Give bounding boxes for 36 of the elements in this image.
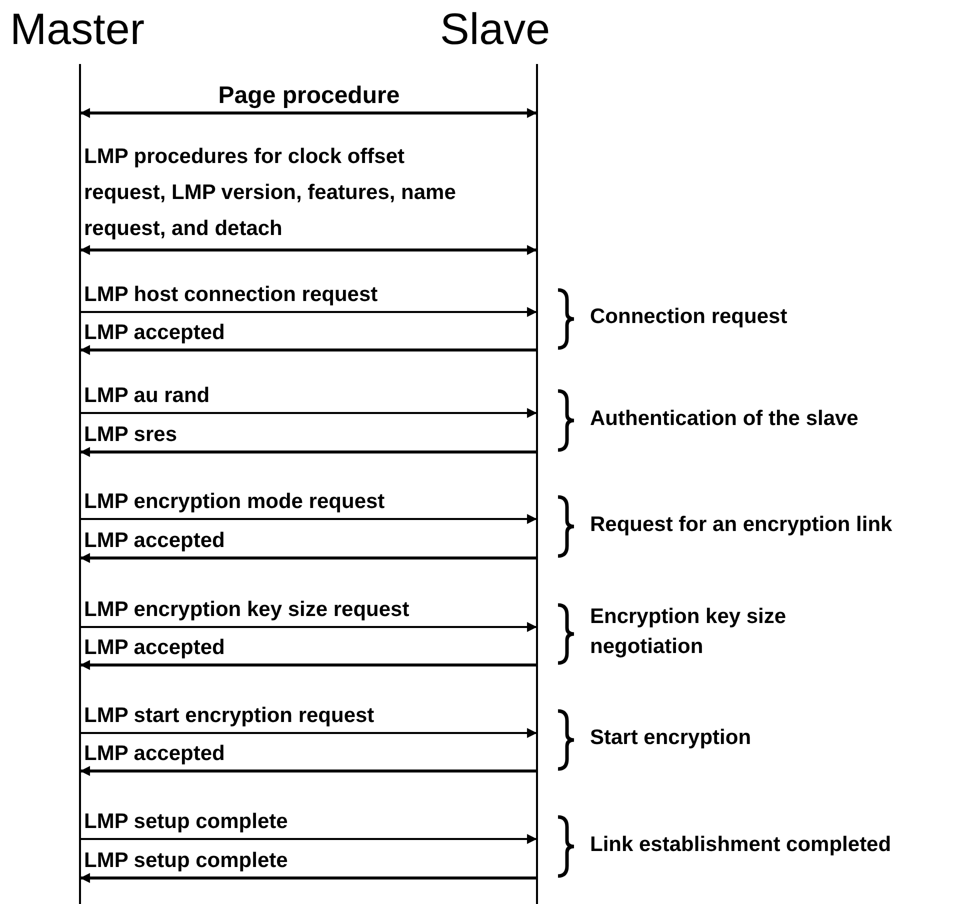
- group-label: Authentication of the slave: [590, 406, 858, 432]
- message-label: LMP accepted: [84, 320, 226, 346]
- message-arrow: [81, 514, 537, 524]
- message-arrow: [80, 873, 536, 883]
- message-arrow: [81, 622, 537, 632]
- group-label: Link establishment completed: [590, 832, 892, 858]
- message-label: LMP sres: [84, 422, 178, 448]
- message-label: LMP setup complete: [84, 848, 289, 874]
- group-label: Encryption key size negotiation: [590, 604, 788, 660]
- message-label: LMP host connection request: [84, 282, 379, 308]
- message-arrow: [81, 834, 537, 844]
- message-arrow: [81, 307, 537, 317]
- message-arrow: [80, 345, 536, 355]
- message-arrow: [80, 447, 536, 457]
- message-arrow: [81, 408, 537, 418]
- message-label: LMP procedures for clock offset request, LMP version, features, name request, and detach: [84, 144, 457, 242]
- group-label: Request for an encryption link: [590, 512, 892, 538]
- lifeline-heading: Slave: [440, 4, 550, 56]
- message-label: LMP accepted: [84, 635, 226, 661]
- message-label: LMP accepted: [84, 741, 226, 767]
- message-label: LMP encryption key size request: [84, 597, 410, 623]
- message-label: LMP setup complete: [84, 809, 289, 835]
- message-label: LMP accepted: [84, 528, 226, 554]
- message-label: LMP au rand: [84, 383, 211, 409]
- message-arrow: [80, 766, 536, 776]
- message-arrow: [80, 108, 537, 118]
- message-label: LMP encryption mode request: [84, 489, 386, 515]
- message-label: LMP start encryption request: [84, 703, 376, 729]
- message-arrow: [80, 245, 537, 255]
- lifeline-heading: Master: [10, 4, 144, 56]
- message-arrow: [80, 553, 536, 563]
- group-label: Connection request: [590, 304, 788, 330]
- message-label: Page procedure: [217, 82, 401, 110]
- group-label: Start encryption: [590, 725, 752, 751]
- message-arrow: [80, 660, 536, 670]
- message-arrow: [81, 728, 537, 738]
